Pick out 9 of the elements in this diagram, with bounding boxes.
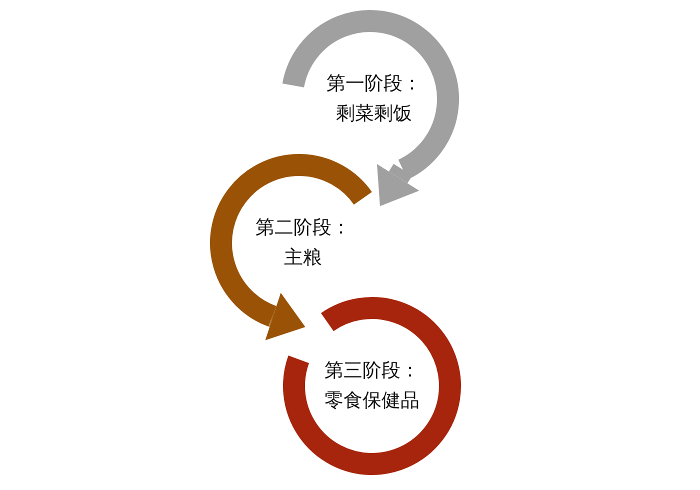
stage-ring: [283, 297, 461, 475]
stage-label: 零食保健品: [324, 389, 420, 414]
stage-label: 主粮: [283, 246, 323, 271]
stage-heading: 第一阶段：: [326, 72, 422, 97]
arrow: [265, 292, 306, 340]
stage-label: 剩菜剩饭: [335, 102, 413, 127]
stage-heading: 第二阶段：: [254, 216, 352, 241]
stage-heading: 第三阶段：: [324, 358, 420, 384]
arrow: [377, 164, 420, 206]
